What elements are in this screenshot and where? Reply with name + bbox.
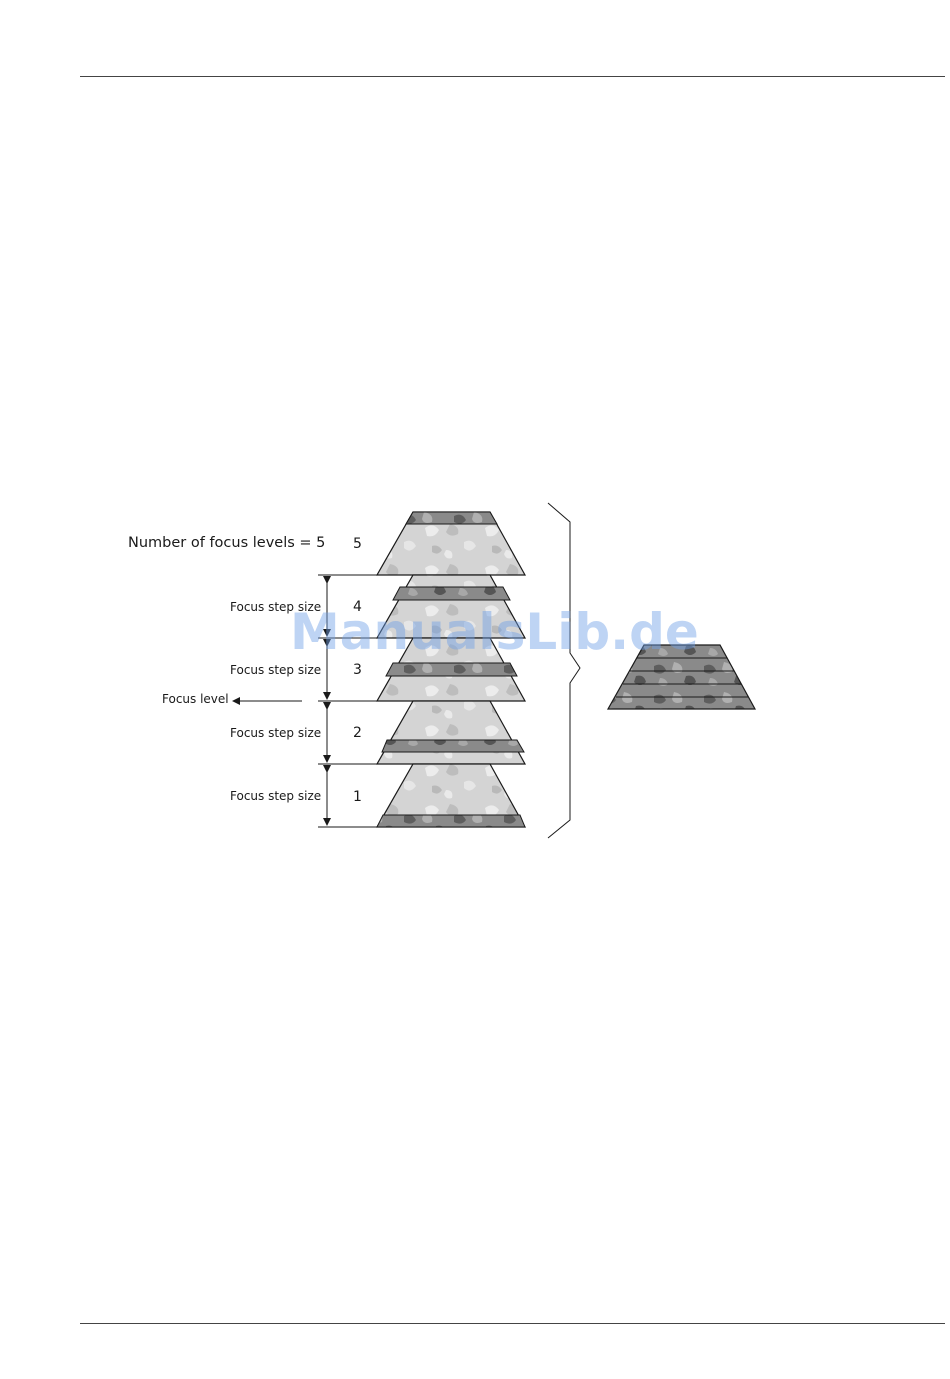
- watermark: ManualsLib.de: [290, 603, 699, 661]
- focus-slice-1: [377, 764, 525, 827]
- step-size-label-1: Focus step size: [230, 789, 321, 803]
- level-number-1: 1: [353, 789, 362, 805]
- step-size-label-3: Focus step size: [230, 663, 321, 677]
- focus-slice-5: [377, 512, 525, 575]
- level-number-2: 2: [353, 725, 362, 741]
- combine-brace: [548, 503, 580, 838]
- focus-level-label: Focus level: [162, 692, 229, 706]
- focus-levels-title: Number of focus levels = 5: [128, 535, 325, 551]
- level-number-3: 3: [353, 662, 362, 678]
- level-number-5: 5: [353, 536, 362, 552]
- step-size-label-2: Focus step size: [230, 726, 321, 740]
- focus-slice-2: [377, 701, 525, 764]
- footer-rule: [80, 1323, 945, 1324]
